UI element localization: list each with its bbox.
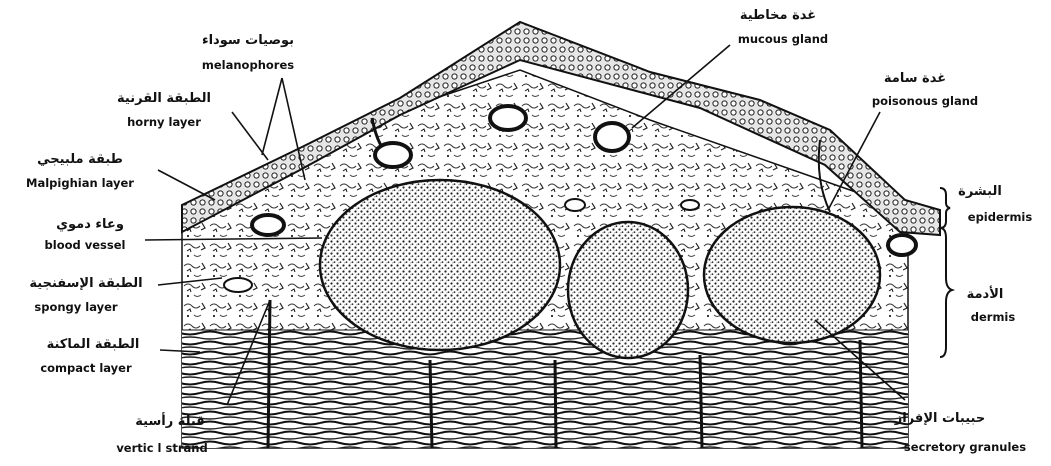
label-malpighian-layer: طبقة ملبيجي Malpighian layer: [26, 152, 134, 190]
poisonous-gland-en: poisonous gland: [872, 94, 978, 108]
label-melanophores: بوصيات سوداء melanophores: [202, 33, 294, 72]
mucous-gland: [888, 235, 916, 255]
poisonous-gland-ar: غدة سامة: [884, 71, 946, 86]
malpighian-layer-en: Malpighian layer: [26, 176, 134, 190]
label-poisonous-gland: غدة سامة poisonous gland: [872, 71, 978, 108]
mucous-gland-ar: غدة مخاطية: [740, 8, 816, 23]
label-mucous-gland: غدة مخاطية mucous gland: [738, 8, 828, 46]
secretory-granules-ar: حبيبات الإفراز: [894, 411, 985, 426]
mucous-gland: [595, 123, 629, 151]
dermis-en: dermis: [971, 310, 1016, 324]
horny-layer-ar: الطبقة القرنية: [117, 91, 211, 106]
label-epidermis: البشرة epidermis: [958, 184, 1032, 224]
dermis-ar: الأدمة: [967, 285, 1004, 302]
label-secretory-granules: حبيبات الإفراز secretory granules: [894, 411, 1026, 454]
label-dermis: الأدمة dermis: [967, 285, 1016, 324]
compact-layer-en: compact layer: [40, 361, 132, 375]
poison-gland-right: [704, 207, 880, 343]
blood-vessel-ar: وعاء دموي: [56, 217, 124, 232]
label-spongy-layer: الطبقة الإسفنجية spongy layer: [29, 276, 142, 314]
label-horny-layer: الطبقة القرنية horny layer: [117, 91, 211, 129]
mucous-gland: [490, 106, 526, 130]
epidermis-ar: البشرة: [958, 184, 1002, 199]
spongy-layer-ar: الطبقة الإسفنجية: [29, 276, 142, 291]
label-compact-layer: الطبقة الماكنة compact layer: [40, 337, 139, 375]
vertical-strand-en: vertic l strand: [116, 441, 207, 455]
compact-layer-ar: الطبقة الماكنة: [47, 337, 140, 352]
melanophores-en: melanophores: [202, 58, 294, 72]
poison-gland-middle: [568, 222, 688, 358]
label-blood-vessel: وعاء دموي blood vessel: [45, 217, 126, 252]
melanophores-ar: بوصيات سوداء: [202, 33, 294, 48]
layer-braces: [940, 188, 952, 357]
epidermis-en: epidermis: [968, 210, 1033, 224]
secretory-granules-en: secretory granules: [904, 440, 1026, 454]
horny-layer-en: horny layer: [127, 115, 201, 129]
blood-vessel-en: blood vessel: [45, 238, 126, 252]
malpighian-layer-ar: طبقة ملبيجي: [37, 152, 123, 167]
mucous-gland: [252, 215, 284, 235]
vertical-strand-ar: قبلة رأسية: [135, 412, 204, 429]
spongy-layer-en: spongy layer: [34, 300, 118, 314]
poison-gland-large: [320, 180, 560, 350]
mucous-gland-en: mucous gland: [738, 32, 828, 46]
